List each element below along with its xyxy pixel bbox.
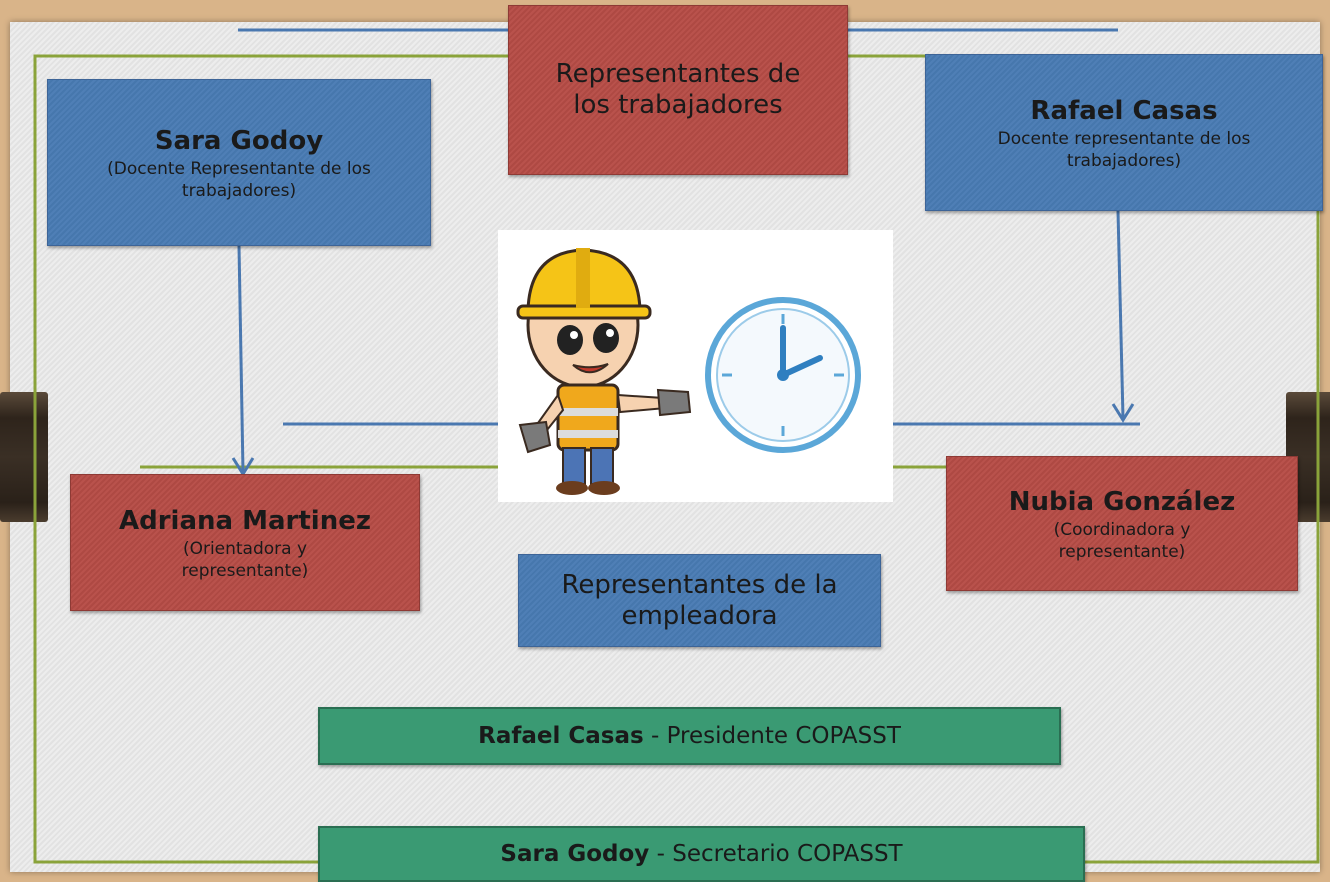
officer-secretary-bar: Sara Godoy - Secretario COPASST [318,826,1085,882]
officer-name: Rafael Casas [478,723,644,749]
member-name: Sara Godoy [154,125,324,156]
member-box-adriana-martinez: Adriana Martinez (Orientadora y represen… [70,474,420,611]
member-role: (Orientadora y representante) [181,538,309,581]
left-binder-clip [0,392,48,522]
worker-icon [516,248,692,495]
arrowhead-right [1111,403,1135,423]
officer-name: Sara Godoy [500,841,650,867]
member-box-rafael-casas: Rafael Casas Docente representante de lo… [925,54,1323,211]
employer-representatives-header: Representantes de la empleadora [518,554,881,647]
officer-title: - Presidente COPASST [643,723,901,749]
arrow-sara-to-adriana [237,245,245,473]
member-role: (Docente Representante de los trabajador… [107,158,371,201]
member-name: Nubia González [1008,486,1236,517]
worker-clock-illustration [498,230,893,502]
workers-representatives-header: Representantes de los trabajadores [508,5,848,175]
frame-line-left [33,54,508,864]
arrow-rafael-to-nubia [1116,210,1125,419]
clock-icon [705,297,861,453]
member-name: Rafael Casas [1030,95,1218,126]
member-box-nubia-gonzalez: Nubia González (Coordinadora y represent… [946,456,1298,591]
workers-header-text: Representantes de los trabajadores [555,59,801,120]
officer-president-bar: Rafael Casas - Presidente COPASST [318,707,1061,765]
member-role: Docente representante de los trabajadore… [997,128,1251,171]
member-name: Adriana Martinez [119,505,371,536]
member-role: (Coordinadora y representante) [1053,519,1191,562]
officer-title: - Secretario COPASST [649,841,903,867]
member-box-sara-godoy: Sara Godoy (Docente Representante de los… [47,79,431,246]
employer-header-text: Representantes de la empleadora [561,569,838,631]
